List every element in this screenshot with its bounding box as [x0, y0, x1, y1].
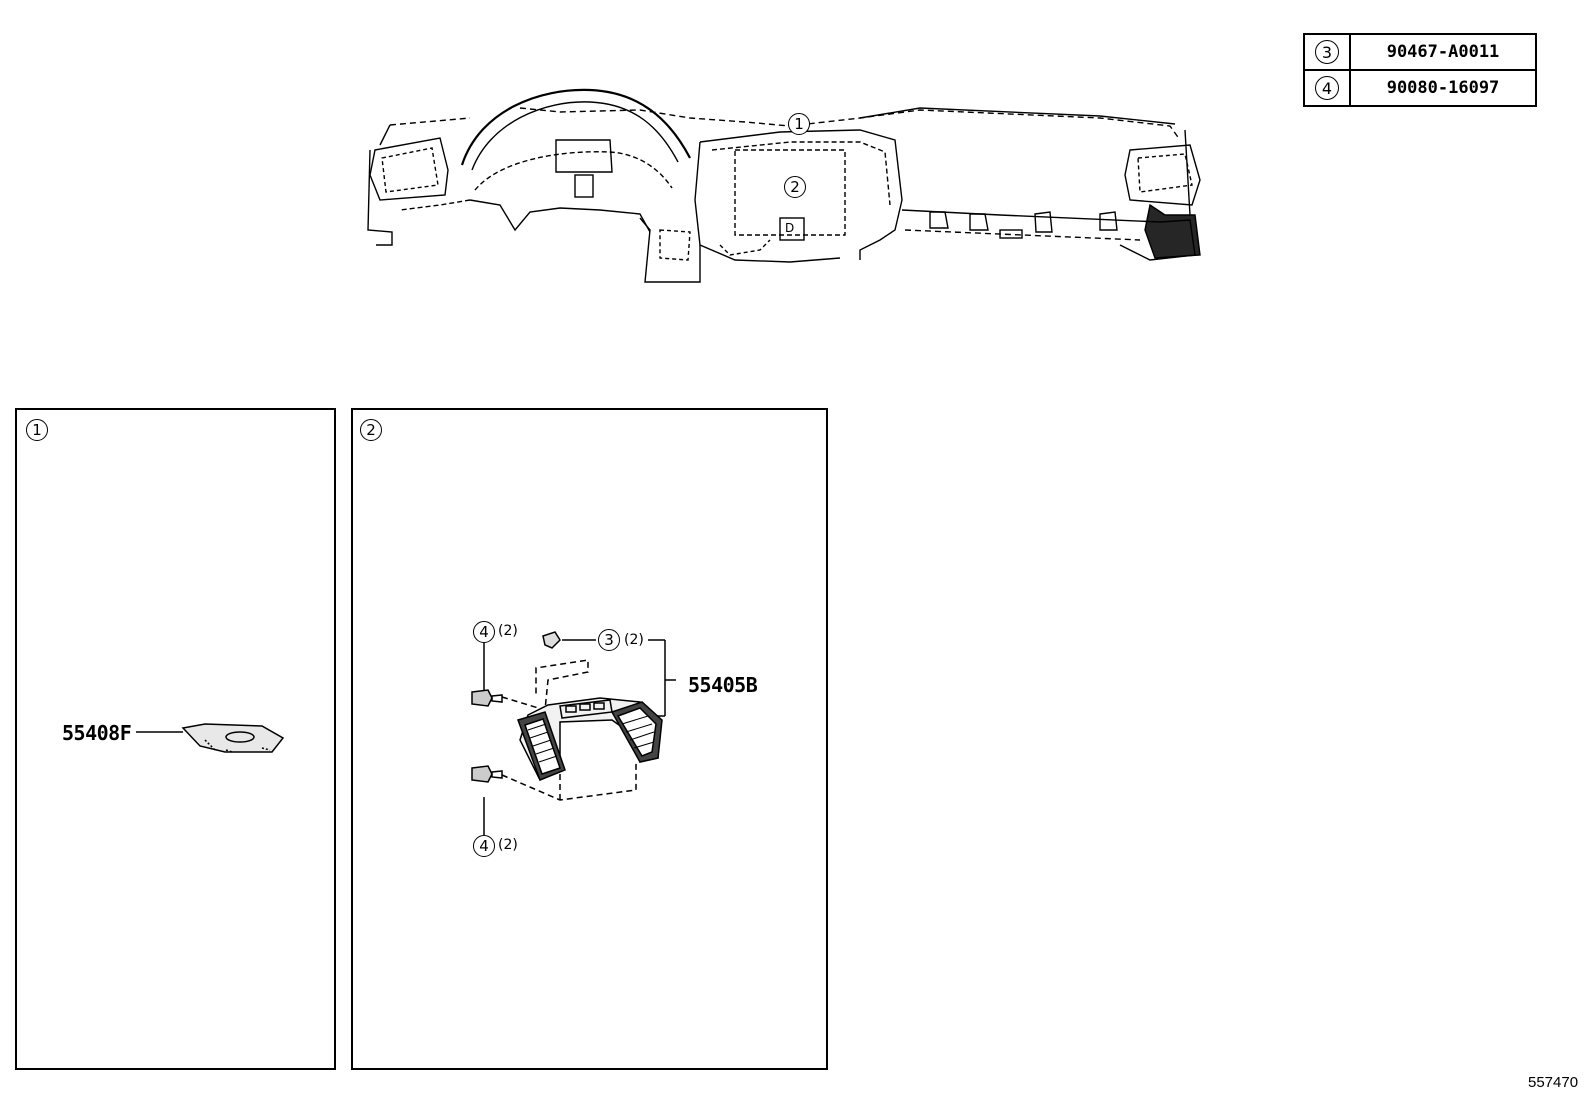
overview-callout-1: 1 — [788, 113, 810, 135]
reference-part-number: 90080-16097 — [1349, 69, 1537, 107]
panel-2-qty-callout-3: (2) — [624, 632, 644, 648]
panel-2-index: 2 — [360, 419, 382, 441]
detail-panel-2 — [351, 408, 828, 1070]
panel-1-index: 1 — [26, 419, 48, 441]
reference-part-number: 90467-A0011 — [1349, 33, 1537, 71]
reference-row: 3 90467-A0011 — [1303, 33, 1537, 71]
panel-2-qty-bottom-left: (2) — [498, 837, 518, 853]
reference-table: 3 90467-A0011 4 90080-16097 — [1303, 33, 1537, 107]
panel-1-part-label: 55408F — [62, 721, 132, 745]
panel-2-callout-4-bottom: 4 — [473, 835, 495, 857]
panel-2-part-label: 55405B — [688, 673, 758, 697]
panel-2-callout-3: 3 — [598, 629, 620, 651]
reference-key: 4 — [1315, 76, 1339, 100]
reference-row: 4 90080-16097 — [1303, 69, 1537, 107]
reference-key: 3 — [1315, 40, 1339, 64]
overview-callout-2: 2 — [784, 176, 806, 198]
overview-marker-d: D — [785, 221, 795, 235]
panel-2-callout-4-top: 4 — [473, 621, 495, 643]
panel-2-qty-top-left: (2) — [498, 623, 518, 639]
document-number: 557470 — [1528, 1074, 1579, 1091]
